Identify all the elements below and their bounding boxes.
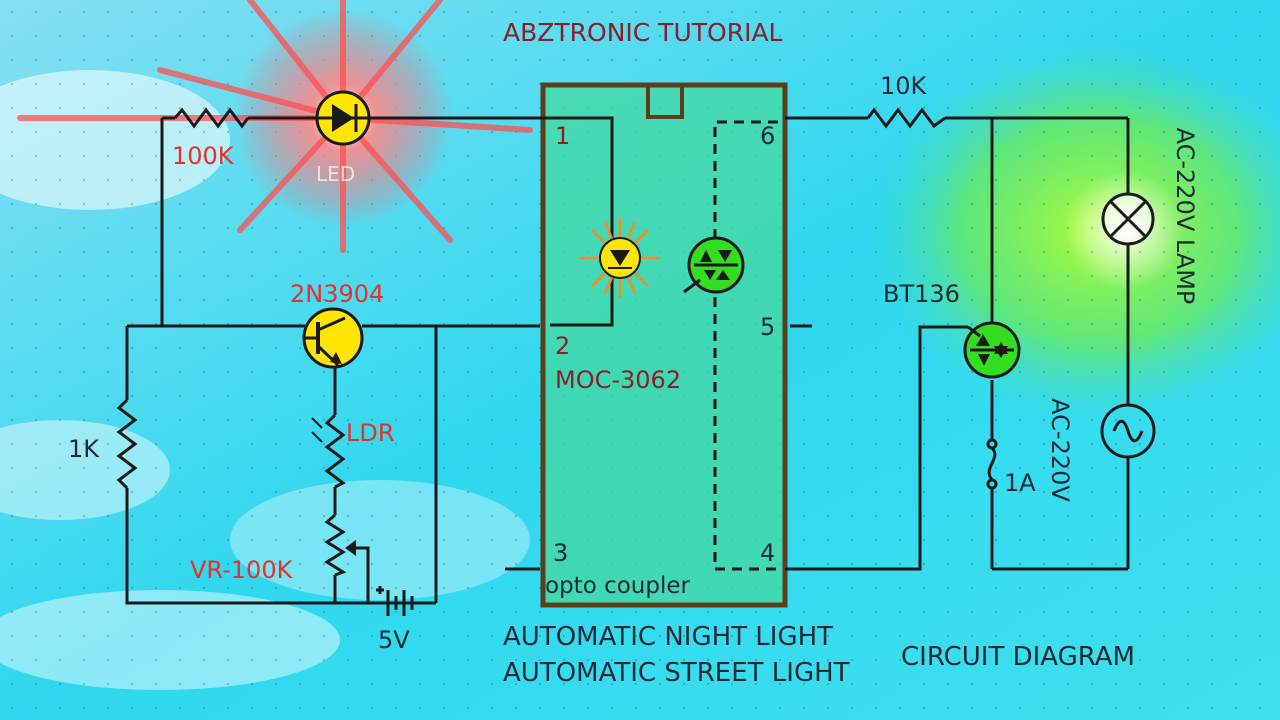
label-2n3904: 2N3904 (290, 280, 385, 308)
opto-triac-symbol (683, 236, 745, 294)
label-10k: 10K (880, 72, 927, 100)
caption-street-light: AUTOMATIC STREET LIGHT (503, 658, 850, 688)
label-led: LED (316, 162, 356, 186)
label-100k: 100K (172, 142, 234, 170)
label-ac-220v-lamp: AC-220V LAMP (1171, 127, 1199, 305)
pin-1-label: 1 (555, 122, 571, 150)
label-ldr: LDR (346, 419, 395, 447)
label-ac-220v: AC-220V (1046, 398, 1074, 502)
ic-notch (646, 83, 684, 119)
label-opto-coupler: opto coupler (545, 573, 690, 599)
label-1k: 1K (68, 435, 100, 463)
pin-4-label: 4 (760, 539, 776, 567)
ldr-symbol (311, 413, 346, 489)
caption-circuit-diagram: CIRCUIT DIAGRAM (901, 642, 1135, 672)
label-1a: 1A (1004, 469, 1036, 497)
resistor-10k-symbol (866, 107, 946, 129)
label-bt136: BT136 (883, 280, 960, 308)
opto-coupler-ic (540, 82, 788, 608)
fuse-symbol (986, 438, 998, 490)
ac-source-symbol (1100, 403, 1156, 459)
battery-symbol (376, 586, 414, 616)
label-vr-100k: VR-100K (190, 556, 293, 584)
opto-led-symbol (580, 218, 660, 298)
label-moc-3062: MOC-3062 (555, 366, 682, 394)
label-5v: 5V (378, 626, 410, 654)
diagram-title: ABZTRONIC TUTORIAL (503, 18, 783, 47)
pin-5-label: 5 (760, 313, 776, 341)
resistor-1k-symbol (116, 398, 138, 490)
resistor-100k-symbol (173, 107, 250, 129)
pin-2-label: 2 (555, 332, 571, 360)
wires (125, 116, 1130, 605)
pin-6-label: 6 (760, 122, 776, 150)
transistor-symbol (302, 307, 364, 369)
caption-night-light: AUTOMATIC NIGHT LIGHT (503, 622, 834, 652)
pin-3-label: 3 (553, 539, 569, 567)
potentiometer-symbol (324, 513, 362, 577)
lamp-symbol (1101, 192, 1155, 246)
led-symbol (315, 90, 371, 146)
triac-symbol (963, 321, 1021, 379)
